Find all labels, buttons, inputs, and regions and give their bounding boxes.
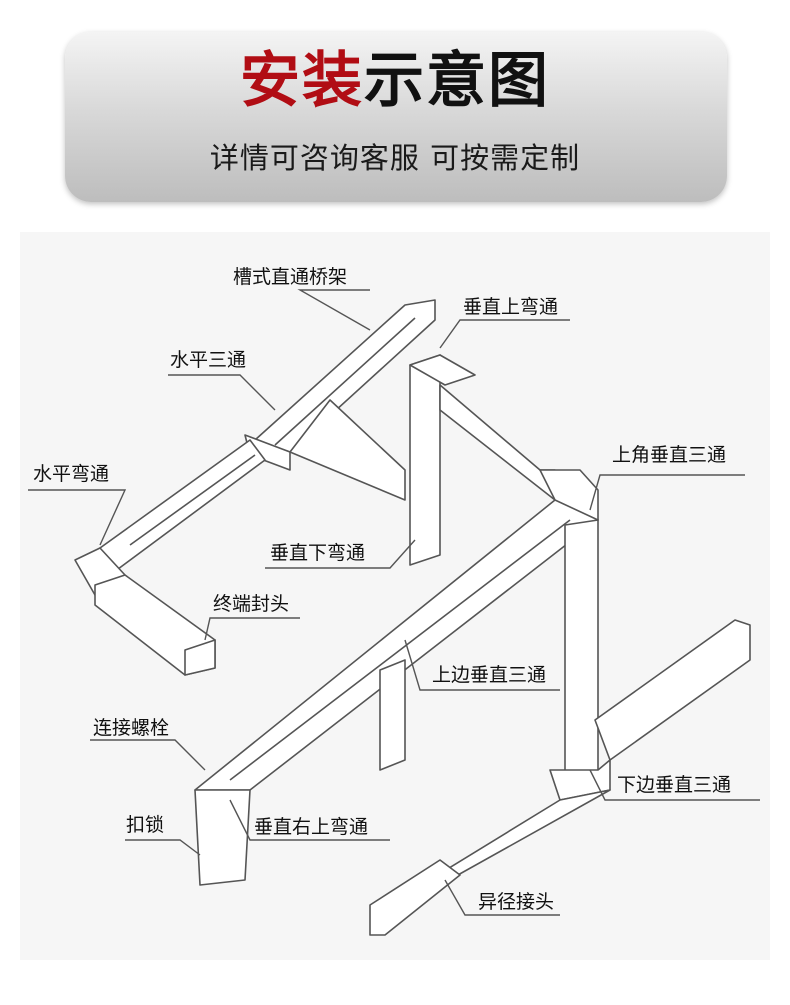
label-lower-vertical-tee: 下边垂直三通 bbox=[617, 774, 732, 796]
leader-upper-vertical-tee bbox=[404, 639, 560, 691]
label-connecting-bolt: 连接螺栓 bbox=[93, 717, 170, 739]
page-title: 安装示意图 bbox=[0, 46, 790, 116]
header-banner bbox=[65, 32, 727, 202]
title-highlight: 安装 bbox=[240, 46, 364, 116]
label-reducer-joint: 异径接头 bbox=[478, 891, 555, 913]
tray-upper-drop bbox=[379, 659, 406, 771]
label-upper-vertical-tee: 上边垂直三通 bbox=[432, 664, 547, 686]
leader-horizontal-tee bbox=[168, 374, 276, 411]
leader-vertical-down-elbow bbox=[265, 539, 416, 569]
tray-diagonal-run bbox=[289, 399, 406, 501]
tray-bottom-left-column bbox=[194, 789, 251, 886]
tray-corner-column bbox=[564, 519, 599, 781]
leader-vertical-up-elbow bbox=[439, 319, 570, 349]
leader-connecting-bolt bbox=[90, 739, 206, 771]
leader-end-cap bbox=[204, 617, 300, 641]
leader-trough-straight bbox=[297, 289, 371, 331]
leader-vertical-right-up-elbow bbox=[229, 799, 390, 841]
tray-top-straight-inner bbox=[274, 317, 416, 446]
leader-buckle-lock bbox=[125, 839, 201, 856]
title-rest: 示意图 bbox=[364, 46, 550, 116]
tray-vertical-up-elbow bbox=[409, 354, 476, 386]
label-end-cap: 终端封头 bbox=[213, 593, 290, 615]
label-vertical-right-up-elbow: 垂直右上弯通 bbox=[254, 816, 369, 838]
leader-reducer-joint bbox=[444, 879, 560, 916]
tray-left-run-inner bbox=[129, 454, 256, 546]
label-horizontal-elbow: 水平弯通 bbox=[33, 463, 110, 485]
tray-upper-right-run bbox=[439, 384, 556, 501]
page-subtitle: 详情可咨询客服 可按需定制 bbox=[209, 141, 581, 175]
tray-main-run-inner bbox=[229, 519, 571, 781]
label-vertical-up-elbow: 垂直上弯通 bbox=[463, 296, 559, 318]
label-buckle-lock: 扣锁 bbox=[126, 814, 165, 836]
label-horizontal-tee: 水平三通 bbox=[170, 349, 247, 371]
label-trough-straight: 槽式直通桥架 bbox=[233, 266, 348, 288]
leader-lower-vertical-tee bbox=[589, 769, 760, 801]
tray-end-cap bbox=[184, 639, 216, 676]
tray-vertical-riser bbox=[409, 354, 441, 566]
leader-corner-vertical-tee bbox=[589, 474, 745, 511]
tray-reducer bbox=[369, 859, 461, 936]
label-corner-vertical-tee: 上角垂直三通 bbox=[612, 444, 727, 466]
label-vertical-down-elbow: 垂直下弯通 bbox=[270, 542, 366, 564]
tray-lower-right-run bbox=[594, 619, 751, 761]
leader-horizontal-elbow bbox=[28, 489, 127, 546]
